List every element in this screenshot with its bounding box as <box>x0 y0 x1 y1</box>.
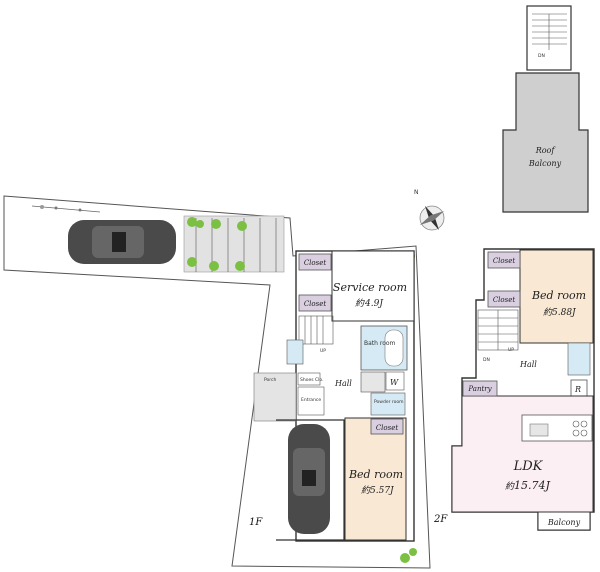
bedroom-1f-size: 5.57J <box>370 486 395 496</box>
w-label: W <box>390 378 399 387</box>
closet-1f-b <box>298 294 332 312</box>
stairs-1f-up: UP <box>320 348 326 354</box>
bedroom-2f-prefix: 約 <box>543 307 553 318</box>
bedroom-1f-name: Bed room <box>348 468 403 481</box>
roof-balcony <box>502 72 589 213</box>
car-icon-parking <box>68 220 176 264</box>
roof-stairs-icon <box>532 13 567 50</box>
toilet-2f <box>567 342 591 376</box>
refrigerator-label: R <box>574 385 581 394</box>
ldk-name: LDK <box>513 459 544 474</box>
floor-2f-label: 2F <box>433 514 448 525</box>
closet-1f-c-label: Closet <box>376 424 399 432</box>
roof-floor: DN Roof Balcony <box>502 5 589 213</box>
closet-1f-b-label: Closet <box>304 300 327 308</box>
service-room-prefix: 約 <box>355 298 365 309</box>
bedroom-1f-prefix: 約 <box>361 485 371 496</box>
compass-icon <box>419 205 445 231</box>
powder-room <box>370 392 406 416</box>
closet-1f-c <box>370 418 404 435</box>
second-floor: Bed room 約 5.88J Closet Closet DN UP Hal… <box>433 248 595 531</box>
stairs-2f-icon <box>477 309 519 351</box>
site-outline <box>3 195 431 569</box>
bedroom-2f-name: Bed room <box>531 289 586 302</box>
closet-2f-b <box>487 290 521 308</box>
toilet-1f <box>286 339 304 365</box>
porch-label: Porch <box>264 377 277 383</box>
closet-2f-a <box>487 251 521 269</box>
washbasin-icon <box>360 371 386 393</box>
hall-1f-label: Hall <box>334 379 352 388</box>
car-icon-garage <box>288 424 330 534</box>
stove-icon <box>572 420 588 437</box>
floor-1f-label: 1F <box>249 517 263 528</box>
roof-balcony-line2: Balcony <box>528 159 562 168</box>
porch <box>253 372 297 422</box>
first-floor: Service room 約 4.9J Closet Closet UP Bat… <box>249 250 415 542</box>
entrance-label: Entrance <box>301 397 321 403</box>
pantry <box>462 380 498 397</box>
ldk <box>451 395 594 513</box>
closet-2f-a-label: Closet <box>493 257 516 265</box>
powder-room-label: Powder room <box>374 399 404 405</box>
service-room-size: 4.9J <box>364 299 384 309</box>
roof-balcony-line1: Roof <box>535 146 557 155</box>
stairs-2f-up: UP <box>508 347 514 353</box>
service-room-name: Service room <box>333 281 407 294</box>
pantry-label: Pantry <box>467 385 492 393</box>
stairs-1f-icon <box>298 315 334 345</box>
balcony-2f-label: Balcony <box>547 518 581 527</box>
roof-dn-label: DN <box>538 53 545 59</box>
ldk-prefix: 約 <box>505 481 515 492</box>
hall-2f-label: Hall <box>519 360 537 369</box>
balcony-2f <box>537 511 591 531</box>
tree-icons <box>187 217 417 563</box>
bedroom-2f <box>519 249 594 344</box>
bathtub-icon <box>384 329 404 367</box>
closet-1f-a-label: Closet <box>304 259 327 267</box>
compass-north-label: N <box>414 189 419 196</box>
bath-room-label: Bath room <box>364 340 396 347</box>
bedroom-1f <box>344 417 407 541</box>
shoes-closet-label: Shoes Clo. <box>300 377 324 383</box>
sink-icon <box>529 423 549 437</box>
scale-icon <box>31 205 101 213</box>
ldk-size: 15.74J <box>514 479 550 492</box>
shoes-closet <box>297 372 321 386</box>
stairs-2f-dn: DN <box>483 357 490 363</box>
closet-1f-a <box>298 253 332 271</box>
service-room <box>331 250 415 322</box>
entrance <box>297 386 325 416</box>
washing-machine-icon <box>385 371 405 391</box>
closet-2f-b-label: Closet <box>493 296 516 304</box>
bedroom-2f-size: 5.88J <box>552 308 577 318</box>
